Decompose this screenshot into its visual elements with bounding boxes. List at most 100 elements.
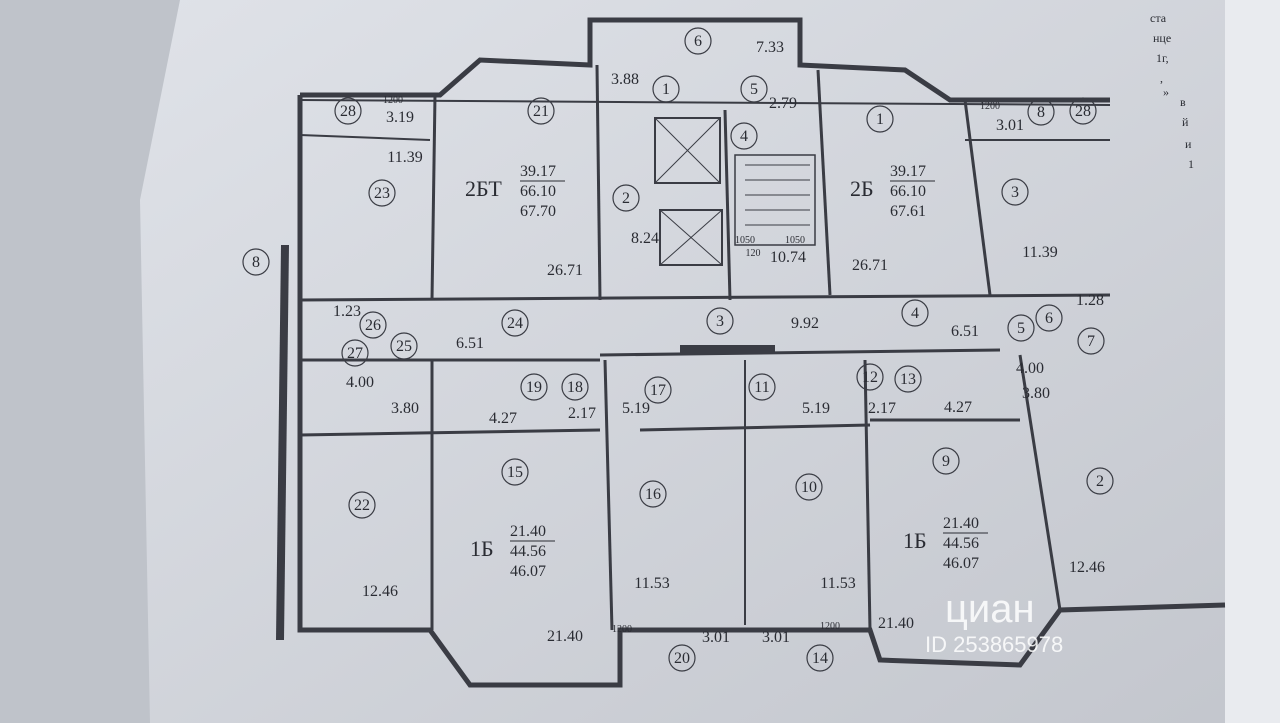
paper-sheet xyxy=(140,0,1280,723)
apt-2b-total-area: 66.10 xyxy=(890,183,926,200)
apt-1b-right-area-with-balcony: 46.07 xyxy=(943,555,979,572)
dimension-label: 1050 xyxy=(735,235,755,246)
room-number: 21 xyxy=(533,103,549,120)
room-number-circle xyxy=(348,491,376,519)
area-label: 11.39 xyxy=(387,149,422,166)
room-number-circle xyxy=(730,122,758,150)
area-label: 11.53 xyxy=(820,575,855,592)
room-number: 2 xyxy=(622,190,630,207)
room-number: 20 xyxy=(674,650,690,667)
room-number: 26 xyxy=(365,317,381,334)
room-number-circle xyxy=(644,376,672,404)
area-label: 7.33 xyxy=(756,39,784,56)
room-number: 19 xyxy=(526,379,542,396)
room-number: 5 xyxy=(750,81,758,98)
apt-2b-living-area: 39.17 xyxy=(890,163,926,180)
room-number: 4 xyxy=(740,128,748,145)
room-number: 18 xyxy=(567,379,583,396)
room-number-circle xyxy=(390,332,418,360)
room-number-circle xyxy=(1007,314,1035,342)
margin-text: 1 xyxy=(1188,157,1194,171)
room-number: 12 xyxy=(862,369,878,386)
page-edge xyxy=(1225,0,1280,723)
apt-2bt-total-area: 66.10 xyxy=(520,183,556,200)
room-number-circle xyxy=(334,97,362,125)
dimension-label: 1050 xyxy=(785,235,805,246)
margin-text: и xyxy=(1185,137,1192,151)
room-number-circle xyxy=(612,184,640,212)
room-number: 5 xyxy=(1017,320,1025,337)
core-shafts xyxy=(654,117,816,353)
watermark-id: ID 253865978 xyxy=(925,632,1063,657)
margin-text: в xyxy=(1180,95,1186,109)
room-number: 3 xyxy=(716,313,724,330)
room-number-circle xyxy=(932,447,960,475)
apt-2b-area-with-balcony: 67.61 xyxy=(890,203,926,220)
room-number-circle xyxy=(684,27,712,55)
room-number-circle xyxy=(894,365,922,393)
room-number: 25 xyxy=(396,338,412,355)
apt-2bt-living-area: 39.17 xyxy=(520,163,556,180)
apt-1b-right-total-area: 44.56 xyxy=(943,535,979,552)
cian-watermark: циан ID 253865978 xyxy=(925,587,1063,657)
area-label: 2.79 xyxy=(769,95,797,112)
apt-1b-left-living-area: 21.40 xyxy=(510,523,546,540)
room-number: 1 xyxy=(662,81,670,98)
apt-2bt-type: 2БТ xyxy=(465,176,502,201)
room-number-circle xyxy=(740,75,768,103)
room-number-circle xyxy=(1086,467,1114,495)
area-label: 4.00 xyxy=(1016,360,1044,377)
room-number: 6 xyxy=(694,33,702,50)
area-label: 6.51 xyxy=(456,335,484,352)
dimension-label: 1200 xyxy=(820,621,840,632)
room-number-circle xyxy=(501,458,529,486)
area-label: 5.19 xyxy=(802,400,830,417)
area-label: 21.40 xyxy=(878,615,914,632)
room-number: 16 xyxy=(645,486,661,503)
outer-walls xyxy=(276,17,1226,688)
apt-1b-right-living-area: 21.40 xyxy=(943,515,979,532)
room-number: 11 xyxy=(754,379,769,396)
room-number-circle xyxy=(1035,304,1063,332)
room-number: 8 xyxy=(252,254,260,271)
dimension-label: 1200 xyxy=(980,101,1000,112)
margin-text: ста xyxy=(1150,11,1167,25)
area-label: 3.19 xyxy=(386,109,414,126)
room-number-circle xyxy=(242,248,270,276)
area-label: 3.80 xyxy=(1022,385,1050,402)
dimension-label: 1200 xyxy=(383,95,403,106)
area-label: 6.51 xyxy=(951,323,979,340)
area-label: 4.27 xyxy=(489,410,517,427)
room-number-circle xyxy=(341,339,369,367)
area-label: 9.92 xyxy=(791,315,819,332)
room-number-circle xyxy=(527,97,555,125)
area-label: 26.71 xyxy=(852,257,888,274)
area-label: 1.23 xyxy=(333,303,361,320)
apt-1b-right-type: 1Б xyxy=(903,528,927,553)
apt-2bt-area-with-balcony: 67.70 xyxy=(520,203,556,220)
room-number-circle xyxy=(1001,178,1029,206)
apt-2b-type: 2Б xyxy=(850,176,874,201)
watermark-brand: циан xyxy=(945,587,1035,631)
margin-text: , xyxy=(1160,71,1163,85)
area-label: 26.71 xyxy=(547,262,583,279)
room-number: 23 xyxy=(374,185,390,202)
area-label: 3.01 xyxy=(702,629,730,646)
room-number-circle xyxy=(652,75,680,103)
room-number: 7 xyxy=(1087,333,1095,350)
room-number-circle xyxy=(901,299,929,327)
room-number: 3 xyxy=(1011,184,1019,201)
area-label: 12.46 xyxy=(362,583,398,600)
room-number: 22 xyxy=(354,497,370,514)
apt-1b-left-type: 1Б xyxy=(470,536,494,561)
area-label: 21.40 xyxy=(547,628,583,645)
room-number: 28 xyxy=(340,103,356,120)
room-number-circle xyxy=(1069,97,1097,125)
area-label: 3.01 xyxy=(996,117,1024,134)
room-number: 14 xyxy=(812,650,828,667)
room-number-circle xyxy=(706,307,734,335)
room-number-circle xyxy=(668,644,696,672)
room-number-circle xyxy=(748,373,776,401)
